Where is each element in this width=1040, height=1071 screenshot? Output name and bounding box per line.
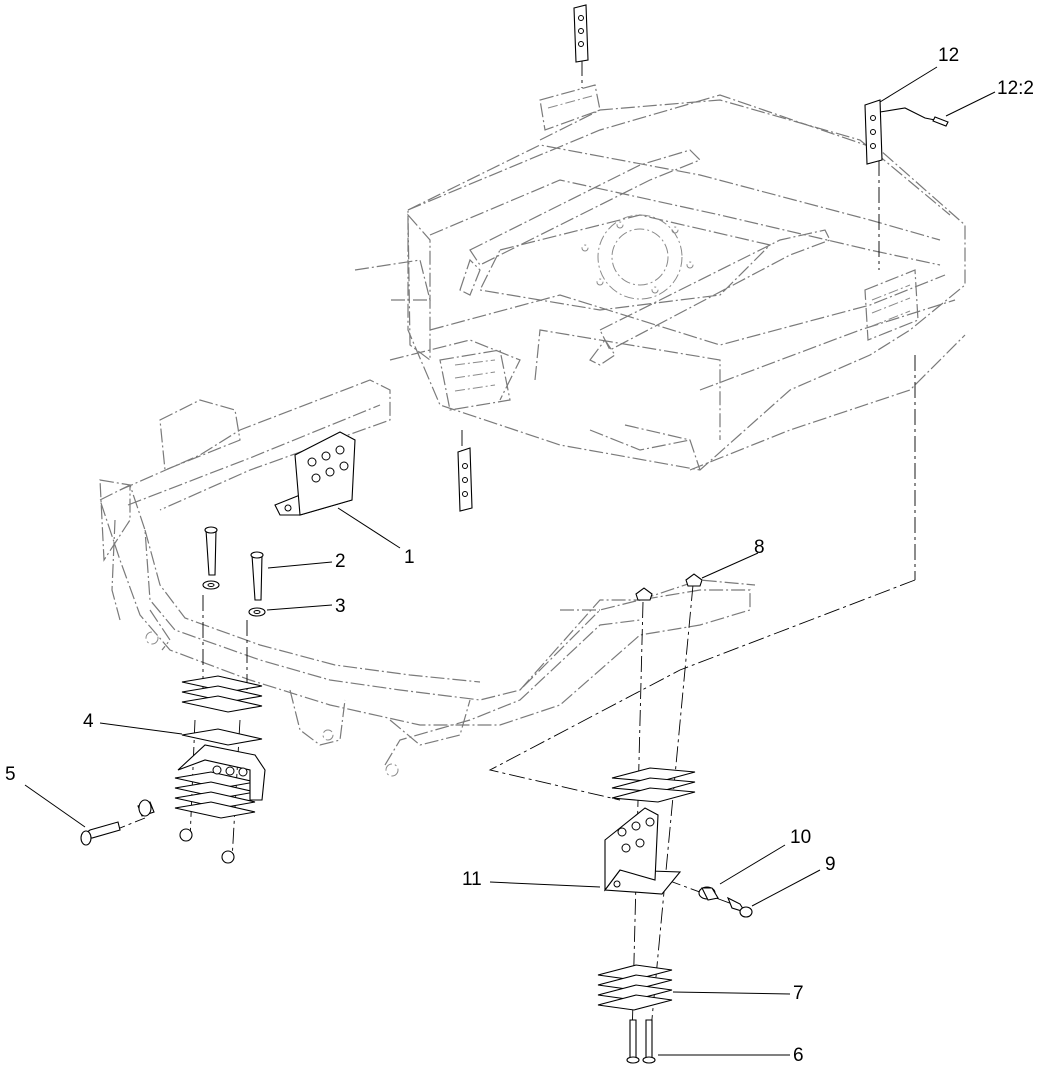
callout-6: 6: [793, 1045, 804, 1066]
flat-washers: [202, 580, 266, 617]
lower-shim-stack: [597, 964, 673, 1011]
left-side-bolt: [80, 799, 155, 846]
height-adjust-plates: [457, 4, 949, 512]
deck-mount-bracket: [274, 431, 356, 516]
carriage-bolts: [204, 526, 264, 601]
callout-5: 5: [5, 764, 16, 785]
lower-bolts: [626, 1019, 656, 1064]
callout-12: 12: [938, 45, 960, 66]
right-side-bolt: [698, 886, 753, 918]
callout-10: 10: [790, 827, 812, 848]
callout-12-2: 12:2: [997, 78, 1034, 99]
flange-nuts: [635, 573, 703, 601]
callout-8: 8: [754, 537, 765, 558]
callout-1: 1: [404, 547, 415, 568]
spindle-bolt-holes: [581, 221, 694, 294]
callout-11: 11: [462, 869, 482, 890]
mower-deck: [354, 84, 966, 471]
left-shim-stack: [174, 675, 266, 864]
lower-mount-bracket: [603, 807, 682, 895]
callout-7: 7: [793, 983, 804, 1004]
assembly-axes: [109, 60, 916, 1041]
callout-2: 2: [335, 551, 346, 572]
leader-lines: [24, 66, 996, 1056]
upper-right-shims: [611, 767, 696, 803]
callout-4: 4: [83, 711, 94, 732]
callout-9: 9: [825, 854, 836, 875]
tractor-frame: [99, 379, 756, 777]
callout-3: 3: [335, 596, 346, 617]
